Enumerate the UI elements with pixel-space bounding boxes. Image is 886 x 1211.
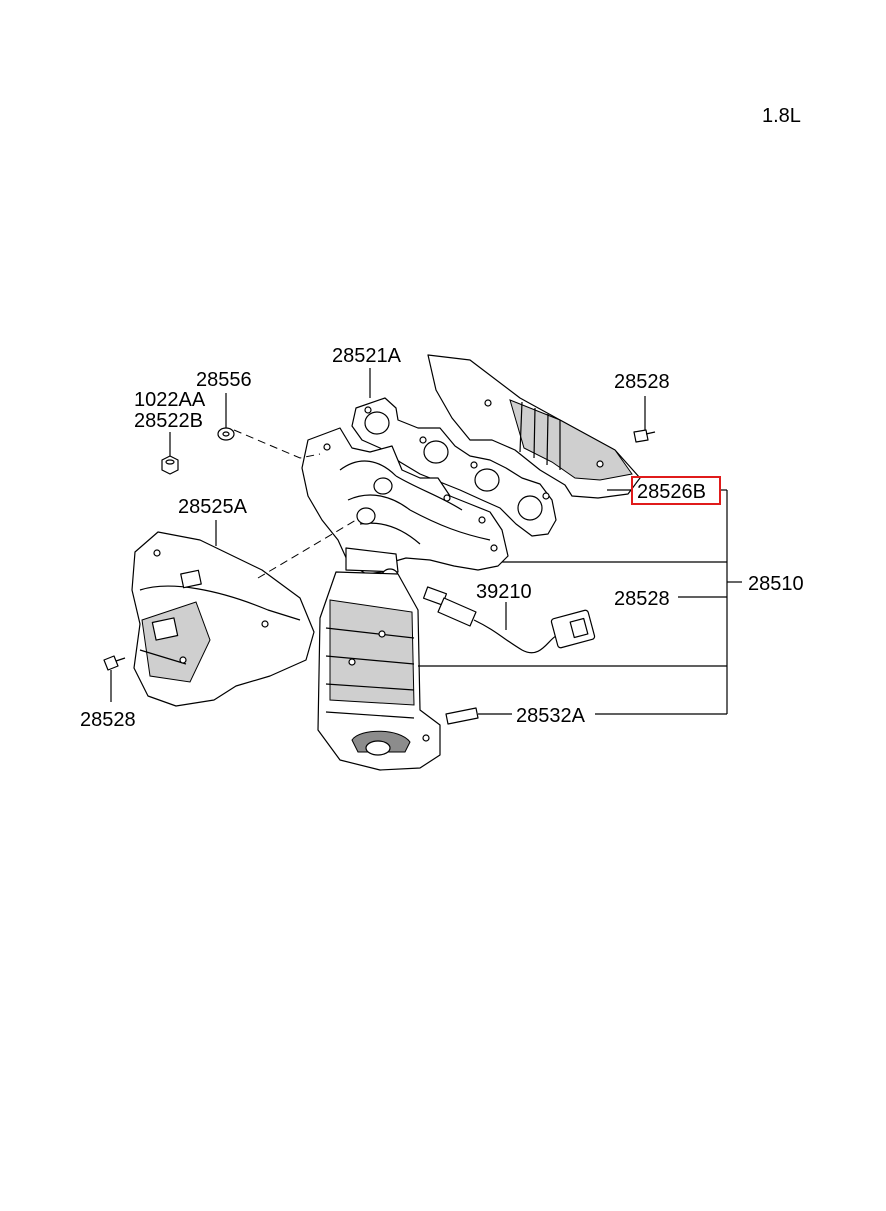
label-28532A[interactable]: 28532A	[516, 705, 586, 727]
label-28521A[interactable]: 28521A	[332, 345, 402, 367]
bolt-left	[103, 655, 126, 671]
label-28525A[interactable]: 28525A	[178, 496, 248, 518]
engine-label: 1.8L	[762, 105, 801, 127]
leader-lines	[110, 368, 742, 715]
label-28522B[interactable]: 28522B	[134, 410, 203, 432]
stud-28532A	[445, 707, 479, 725]
nut-28522B	[161, 455, 179, 475]
highlight-box-28526B	[631, 476, 721, 505]
manifold-gasket	[351, 397, 557, 537]
exhaust-manifold	[301, 427, 509, 584]
label-1022AA[interactable]: 1022AA	[134, 389, 206, 411]
label-28510[interactable]: 28510	[748, 573, 804, 595]
heat-protector-lower	[131, 531, 315, 707]
label-28528-mid[interactable]: 28528	[614, 588, 670, 610]
washer-28556	[217, 427, 235, 441]
label-39210[interactable]: 39210	[476, 581, 532, 603]
label-28528-top[interactable]: 28528	[614, 371, 670, 393]
bolt-top-right	[633, 429, 656, 443]
label-28526B[interactable]: 28526B	[637, 481, 706, 503]
oxygen-sensor	[422, 586, 596, 654]
label-28528-left[interactable]: 28528	[80, 709, 136, 731]
heat-protector-upper	[427, 354, 641, 499]
label-28556[interactable]: 28556	[196, 369, 252, 391]
catalytic-converter	[317, 571, 441, 771]
